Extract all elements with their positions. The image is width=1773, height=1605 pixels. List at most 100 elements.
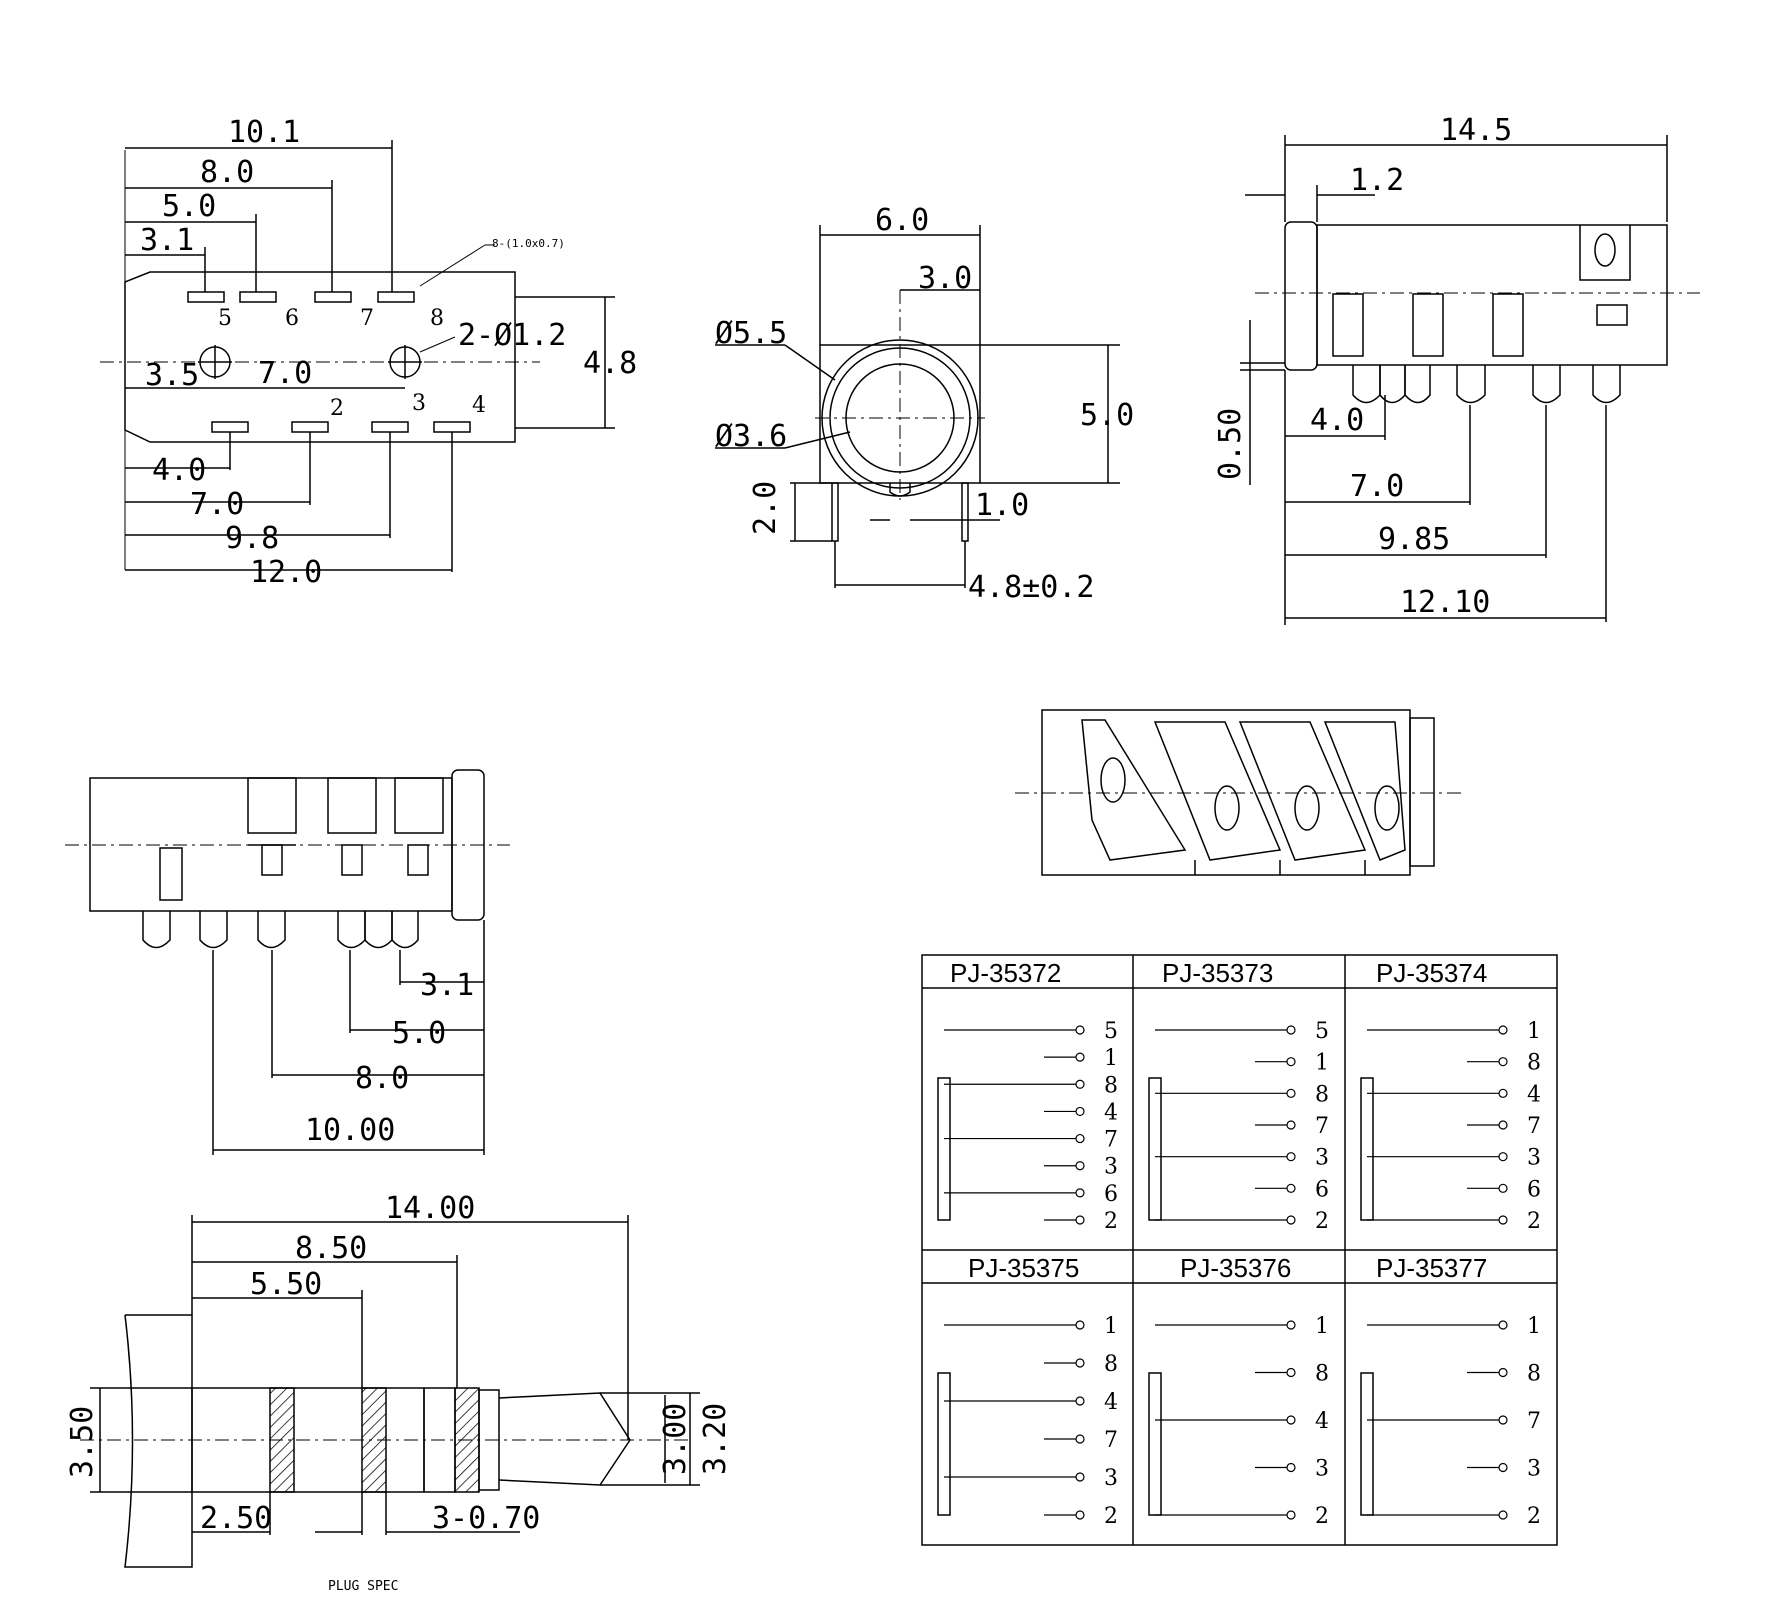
schematic-title-3: PJ-35375 [968,1253,1079,1283]
pin-terminal [1286,1057,1296,1067]
pin-label-2: 2 [330,396,344,421]
dim-0-50: 0.50 [1213,408,1248,480]
pin-terminal [1498,1510,1508,1520]
dim-bottom-8-0: 8.0 [355,1061,409,1096]
pin-label: 1 [1315,1051,1329,1076]
dim-3-20: 3.20 [698,1403,733,1475]
dim-7-0-mid: 7.0 [258,356,312,391]
pin-terminal [1075,1358,1085,1368]
dim-rings: 3-0.70 [432,1501,540,1536]
pin-terminal [1075,1052,1085,1062]
schematic-headers: PJ-35372 PJ-35373 PJ-35374 PJ-35375 PJ-3… [950,958,1487,1283]
pin-label: 8 [1315,1082,1329,1107]
pin-label: 3 [1315,1146,1329,1171]
pin-terminal [1075,1161,1085,1171]
dim-9-8: 9.8 [225,521,279,556]
top-view [100,140,615,572]
plug-bar [937,1372,951,1516]
pin-label: 3 [1104,1155,1118,1180]
pin-terminal [1498,1088,1508,1098]
dim-2-0: 2.0 [748,481,783,535]
bottom-view [65,769,510,1155]
pin-label: 7 [1315,1114,1329,1139]
dim-2-50: 2.50 [200,1501,272,1536]
pad-note: 8-(1.0x0.7) [492,237,565,250]
dim-7-0: 7.0 [190,487,244,522]
dim-9-85: 9.85 [1378,522,1450,557]
pin-terminal [1498,1462,1508,1473]
plug-spec-labels: 14.00 8.50 5.50 3.50 3.00 3.20 2.50 3-0.… [65,1191,733,1594]
pin-label: 5 [1104,1019,1118,1044]
pin-terminal [1498,1183,1508,1193]
dim-height-4-8: 4.8 [583,346,637,381]
dim-10-00: 10.00 [305,1113,395,1148]
pin-terminal [1286,1215,1296,1225]
dim-3-5: 3.5 [145,358,199,393]
pin-terminal [1498,1152,1508,1162]
dim-inner-dia: Ø3.6 [715,419,787,454]
schematic-title-2: PJ-35374 [1376,958,1487,988]
pin-terminal [1498,1025,1508,1035]
pin-label: 1 [1104,1046,1118,1071]
pin-label: 6 [1104,1182,1118,1207]
pin-terminal [1286,1183,1296,1193]
plug-spec [80,1215,700,1568]
pin-label: 4 [1104,1100,1118,1125]
dim-10-1: 10.1 [228,115,300,150]
schematic-title-5: PJ-35377 [1376,1253,1487,1283]
pin-terminal [1498,1057,1508,1067]
pin-label-3: 3 [412,391,426,416]
dim-bottom-5-0: 5.0 [392,1016,446,1051]
dim-side-7-0: 7.0 [1350,469,1404,504]
pin-terminal [1498,1367,1508,1378]
dim-5-0: 5.0 [162,189,216,224]
pin-terminal [1286,1088,1296,1098]
pin-terminal [1075,1320,1085,1330]
pin-label-7: 7 [360,306,374,331]
pin-label: 2 [1104,1504,1118,1529]
pin-terminal [1286,1320,1296,1330]
pin-label: 4 [1315,1409,1329,1434]
pin-label: 7 [1527,1114,1541,1139]
pin-terminal [1498,1120,1508,1130]
hole-note: 2-Ø1.2 [458,318,566,353]
pin-label: 6 [1315,1177,1329,1202]
pin-label-5: 5 [218,306,232,331]
front-view-labels: 6.0 3.0 Ø5.5 Ø3.6 5.0 2.0 1.0 4.8±0.2 [715,203,1134,605]
dim-3-00: 3.00 [658,1403,693,1475]
dim-8-50: 8.50 [295,1231,367,1266]
pin-label-8: 8 [430,306,444,331]
pin-terminal [1075,1133,1085,1144]
dim-3-0: 3.0 [918,261,972,296]
pin-label: 3 [1104,1466,1118,1491]
schematic-table [921,954,1558,1546]
pin-label: 8 [1527,1362,1541,1387]
pin-terminal [1075,1079,1085,1089]
pin-label: 2 [1527,1504,1541,1529]
pin-label: 8 [1315,1362,1329,1387]
pin-label: 8 [1104,1073,1118,1098]
dim-6-0: 6.0 [875,203,929,238]
pin-label: 8 [1527,1051,1541,1076]
pin-label-4: 4 [472,393,486,418]
pin-label: 7 [1527,1409,1541,1434]
pin-terminal [1286,1152,1296,1162]
dim-12-10: 12.10 [1400,585,1490,620]
pin-label: 7 [1104,1428,1118,1453]
plug-spec-caption: PLUG SPEC [328,1579,398,1594]
plug-bar [937,1077,951,1221]
dim-bottom-3-1: 3.1 [420,968,474,1003]
pin-terminal [1075,1434,1085,1444]
side-view-labels: 14.5 1.2 0.50 4.0 7.0 9.85 12.10 [1213,113,1512,620]
pin-label: 2 [1315,1504,1329,1529]
schematic-title-0: PJ-35372 [950,958,1061,988]
pin-label: 3 [1527,1146,1541,1171]
